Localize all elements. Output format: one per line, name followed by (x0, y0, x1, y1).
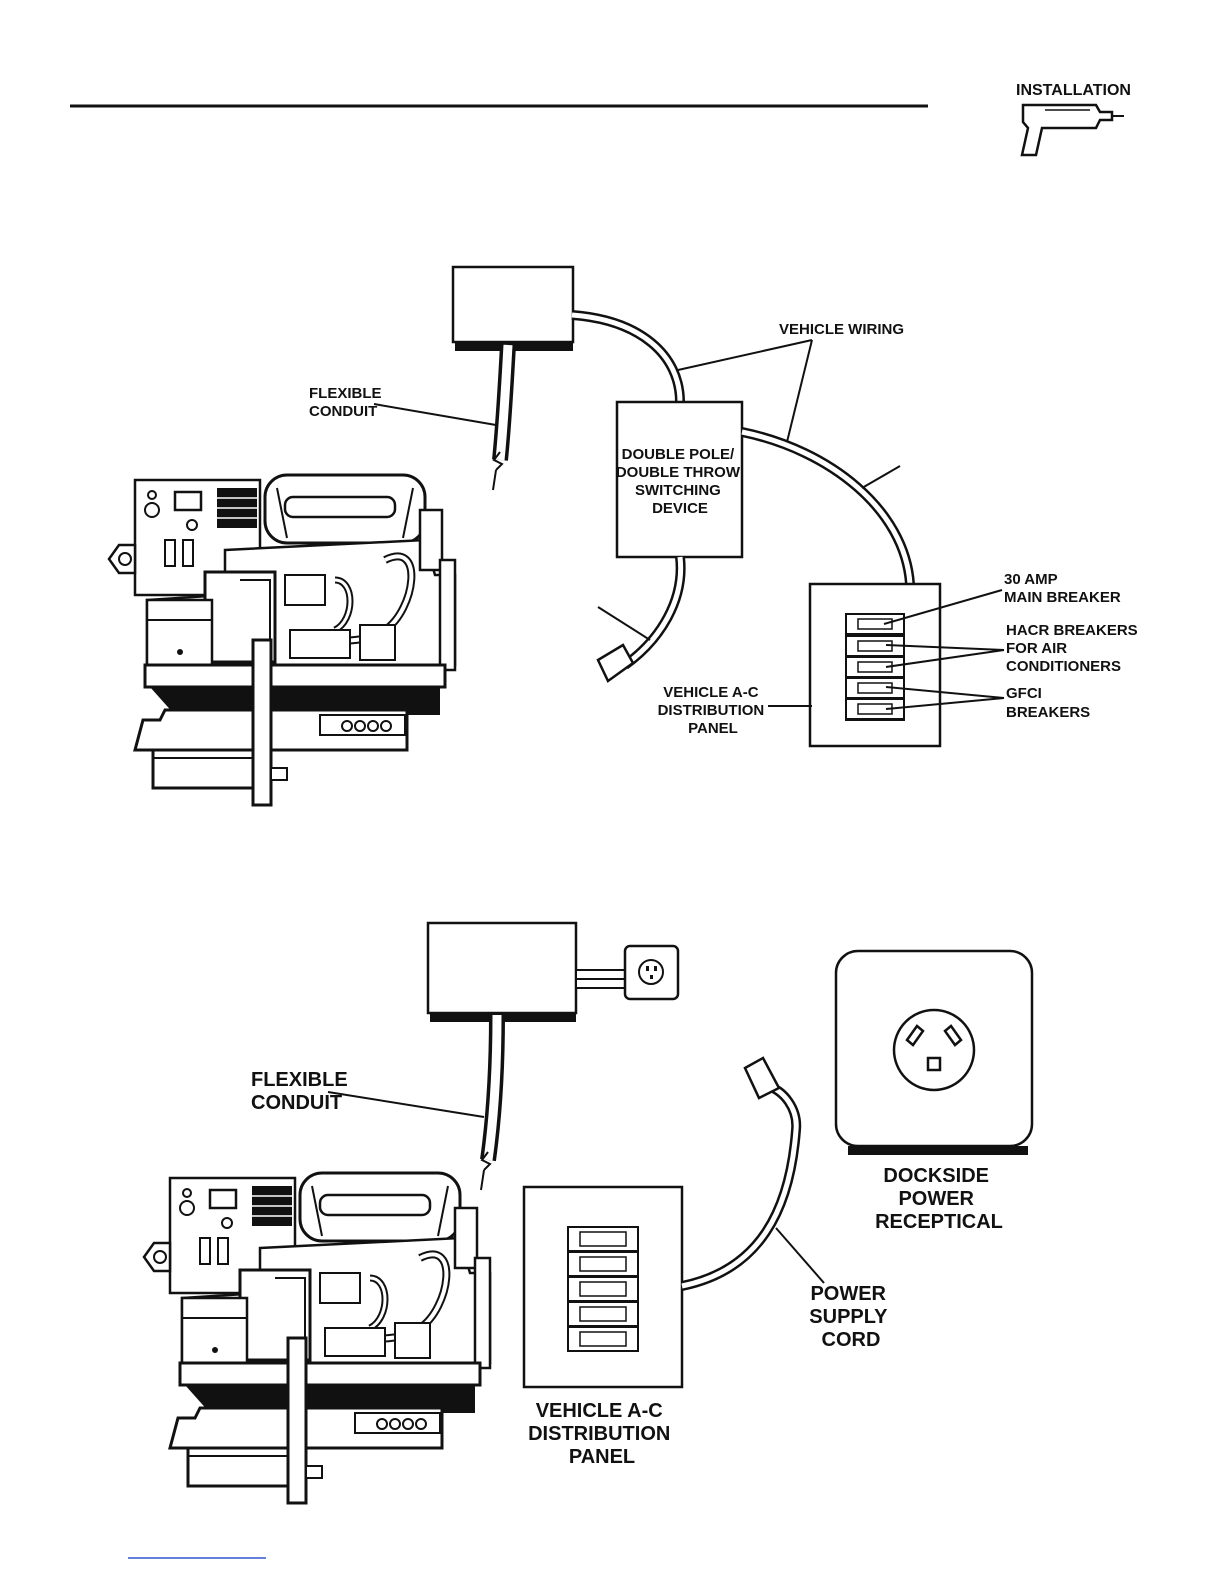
diagram-1: DOUBLE POLE/ DOUBLE THROW SWITCHING DEVI… (109, 267, 1142, 805)
junction-box-1 (453, 267, 573, 342)
main-breaker-label: 30 AMP MAIN BREAKER (1004, 571, 1121, 606)
dockside-receptacle-label: DOCKSIDE POWER RECEPTICAL (875, 1165, 1003, 1233)
vehicle-wiring-label: VEHICLE WIRING (779, 321, 904, 338)
section-label: INSTALLATION (1016, 82, 1131, 99)
flexible-conduit-label-1: FLEXIBLE CONDUIT (309, 385, 386, 420)
drill-icon (1022, 105, 1124, 155)
junction-box-2 (428, 923, 576, 1013)
distribution-panel-1 (810, 584, 940, 746)
power-supply-cord-label: POWER SUPPLY CORD (809, 1283, 892, 1351)
flexible-conduit-label-2: FLEXIBLE CONDUIT (251, 1069, 353, 1114)
diagram-2: FLEXIBLE CONDUIT DOCKSIDE POWER RECEPTIC… (144, 923, 1032, 1503)
power-supply-cord (682, 1085, 796, 1286)
plug-1 (598, 645, 633, 681)
dockside-receptacle (836, 951, 1032, 1146)
gfci-breakers-label: GFCI BREAKERS (1006, 685, 1090, 721)
generator-set-2 (144, 1173, 490, 1503)
generator-set-1 (109, 475, 455, 805)
distribution-panel-2 (524, 1187, 682, 1387)
distribution-panel-label-1: VEHICLE A-C DISTRIBUTION PANEL (658, 684, 769, 737)
distribution-panel-label-2: VEHICLE A-C DISTRIBUTION PANEL (528, 1400, 676, 1468)
outlet-box (625, 946, 678, 999)
hacr-breakers-label: HACR BREAKERS FOR AIR CONDITIONERS (1006, 622, 1142, 675)
